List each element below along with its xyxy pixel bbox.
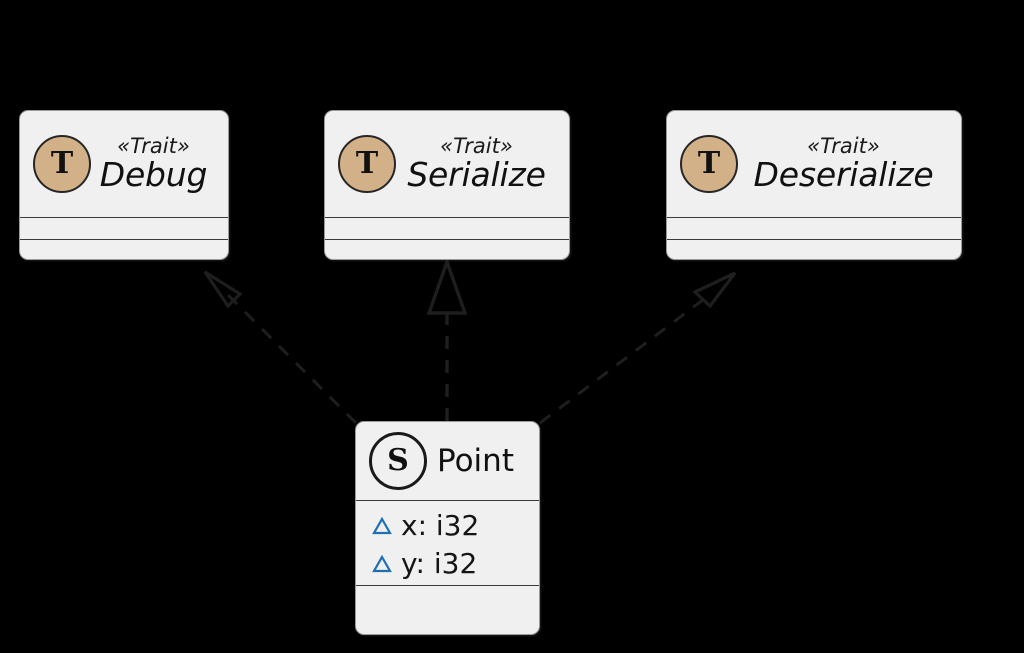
node-point-name: Point	[437, 443, 514, 479]
edge-point-to-deserialize	[539, 271, 737, 425]
node-deserialize-title: «Trait» Deserialize	[738, 135, 949, 192]
node-serialize-name: Serialize	[407, 154, 546, 194]
node-deserialize-header: T «Trait» Deserialize	[667, 111, 961, 217]
node-point-header: S Point	[356, 422, 539, 500]
node-debug-methods	[20, 240, 228, 261]
struct-icon: S	[369, 432, 427, 490]
node-debug-attributes	[20, 218, 228, 239]
edge-point-to-debug	[203, 270, 358, 425]
field-label: y: i32	[401, 547, 478, 580]
node-deserialize-divider-2	[667, 239, 961, 240]
node-deserialize-stereotype: «Trait»	[807, 134, 880, 159]
trait-icon: T	[680, 135, 738, 193]
field-row[interactable]: x: i32	[372, 507, 539, 545]
triangle-marker	[372, 516, 392, 535]
field-label: x: i32	[401, 509, 480, 542]
node-serialize-divider-2	[325, 239, 569, 240]
node-serialize-attributes	[325, 218, 569, 239]
trait-icon: T	[338, 135, 396, 193]
node-deserialize[interactable]: T «Trait» Deserialize	[666, 110, 962, 260]
triangle-marker	[372, 554, 392, 573]
node-point-attributes: x: i32 y: i32	[356, 501, 539, 585]
edge-point-to-serialize	[426, 256, 468, 421]
node-serialize-title: «Trait» Serialize	[396, 135, 557, 192]
node-serialize-divider-1	[325, 217, 569, 218]
node-point-methods	[356, 586, 539, 607]
node-point-divider-1	[356, 500, 539, 501]
node-deserialize-methods	[667, 240, 961, 261]
node-serialize-stereotype: «Trait»	[440, 134, 513, 159]
node-debug-divider-2	[20, 239, 228, 240]
node-debug-header: T «Trait» Debug	[20, 111, 228, 217]
node-debug-divider-1	[20, 217, 228, 218]
field-row[interactable]: y: i32	[372, 545, 539, 583]
node-serialize-methods	[325, 240, 569, 261]
node-debug[interactable]: T «Trait» Debug	[19, 110, 229, 260]
node-debug-name: Debug	[99, 154, 208, 194]
node-serialize-header: T «Trait» Serialize	[325, 111, 569, 217]
node-deserialize-divider-1	[667, 217, 961, 218]
node-point-divider-2	[356, 585, 539, 586]
trait-icon: T	[33, 135, 91, 193]
node-point[interactable]: S Point x: i32 y: i32	[355, 421, 540, 635]
node-debug-title: «Trait» Debug	[91, 135, 216, 192]
node-deserialize-name: Deserialize	[753, 154, 934, 194]
node-deserialize-attributes	[667, 218, 961, 239]
node-serialize[interactable]: T «Trait» Serialize	[324, 110, 570, 260]
node-debug-stereotype: «Trait»	[117, 134, 190, 159]
